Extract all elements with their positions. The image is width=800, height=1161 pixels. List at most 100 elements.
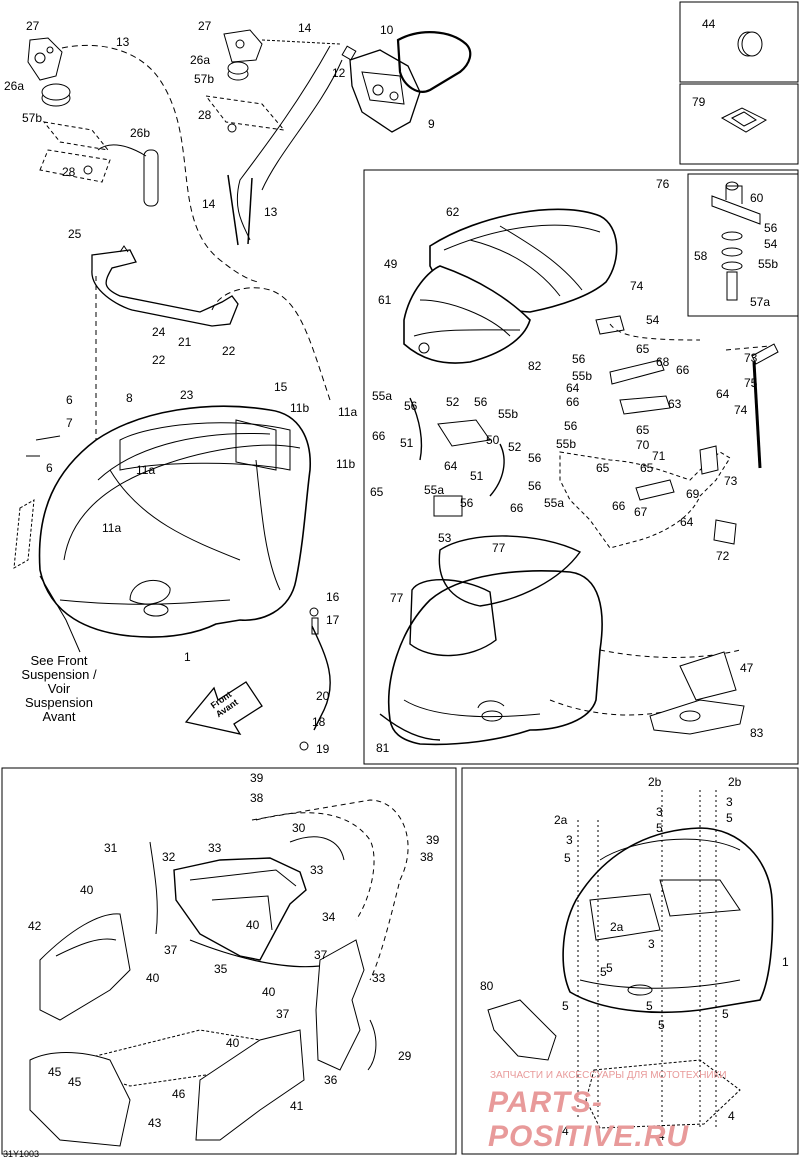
callout-label: 41 xyxy=(290,1099,304,1113)
callout-label: 42 xyxy=(28,919,42,933)
callout-label: 38 xyxy=(420,850,434,864)
callout-label: 80 xyxy=(480,979,494,993)
callout-label: 11b xyxy=(290,401,310,415)
callout-label: 77 xyxy=(492,541,506,555)
cable-20 xyxy=(299,607,331,751)
callout-label: 10 xyxy=(380,23,394,37)
callout-label: 17 xyxy=(326,613,340,627)
callout-label: 56 xyxy=(528,479,542,493)
callout-label: 54 xyxy=(646,313,660,327)
callout-label: 79 xyxy=(692,95,706,109)
callout-label: 39 xyxy=(426,833,440,847)
callout-label: 73 xyxy=(744,351,758,365)
callout-label: 56 xyxy=(460,496,474,510)
callout-label: 27 xyxy=(198,19,212,33)
callout-label: 1 xyxy=(782,955,789,969)
seal-10 xyxy=(396,31,472,93)
callout-label: 55a xyxy=(372,389,393,403)
callout-label: 56 xyxy=(564,419,578,433)
clip-44-drawing xyxy=(737,31,763,57)
callout-label: 55b xyxy=(498,407,519,421)
callout-label: 60 xyxy=(750,191,764,205)
callout-label: 1 xyxy=(184,650,191,664)
callout-label: 70 xyxy=(636,438,650,452)
callout-label: 40 xyxy=(262,985,276,999)
drawing-code: 31Y1003 xyxy=(3,1149,40,1159)
callout-label: 56 xyxy=(474,395,488,409)
watermark-logo: PARTS-POSITIVE.RU xyxy=(488,1086,690,1153)
callout-label: 64 xyxy=(566,381,580,395)
callout-label: 53 xyxy=(438,531,452,545)
callout-label: 3 xyxy=(656,805,663,819)
callout-label: 47 xyxy=(740,661,754,675)
frame-part-44 xyxy=(679,1,799,83)
callout-label: 13 xyxy=(116,35,130,49)
callout-label: 68 xyxy=(656,355,670,369)
callout-label: 25 xyxy=(68,227,82,241)
callout-label: 74 xyxy=(630,279,644,293)
callout-label: 6 xyxy=(66,393,73,407)
callout-label: 39 xyxy=(250,771,264,785)
callout-label: 57b xyxy=(22,111,43,125)
callout-label: 37 xyxy=(276,1007,290,1021)
callout-label: 40 xyxy=(146,971,160,985)
callout-label: 3 xyxy=(648,937,655,951)
callout-label: 5 xyxy=(564,851,571,865)
callout-label: 26a xyxy=(190,53,211,67)
callout-label: 64 xyxy=(716,387,730,401)
callout-label: 66 xyxy=(612,499,626,513)
callout-label: 5 xyxy=(606,961,613,975)
front-liner-panels xyxy=(29,799,409,1147)
callout-label: 18 xyxy=(312,715,326,729)
body-1-assembly xyxy=(487,790,774,1130)
hood-mechanism xyxy=(409,315,779,549)
callout-label: 61 xyxy=(378,293,392,307)
callout-label: 44 xyxy=(702,17,716,31)
frame-part-79 xyxy=(679,83,799,165)
callout-label: 66 xyxy=(676,363,690,377)
callout-label: 66 xyxy=(510,501,524,515)
callout-label: 2b xyxy=(648,775,662,789)
callout-label: 7 xyxy=(66,416,73,430)
callout-label: 66 xyxy=(566,395,580,409)
callout-label: 45 xyxy=(68,1075,82,1089)
callout-label: 57b xyxy=(194,72,215,86)
callout-label: 35 xyxy=(214,962,228,976)
callout-label: 55a xyxy=(544,496,565,510)
callout-label: 12 xyxy=(332,66,346,80)
callout-label: 65 xyxy=(636,423,650,437)
callout-label: 45 xyxy=(48,1065,62,1079)
callout-label: 31 xyxy=(104,841,118,855)
callout-label: 26b xyxy=(130,126,151,140)
callout-label: 11a xyxy=(136,463,156,477)
callout-label: 83 xyxy=(750,726,764,740)
callout-label: 20 xyxy=(316,689,330,703)
callout-label: 16 xyxy=(326,590,340,604)
callout-label: 9 xyxy=(428,117,435,131)
hood-cover-49 xyxy=(403,265,531,364)
latch-assembly-left xyxy=(27,37,259,283)
callout-label: 63 xyxy=(668,397,682,411)
callout-label: 11a xyxy=(338,405,358,419)
callout-label: 81 xyxy=(376,741,390,755)
callout-label: 50 xyxy=(486,433,500,447)
callout-label: 37 xyxy=(314,948,328,962)
callout-label: 2a xyxy=(610,920,624,934)
callout-label: 36 xyxy=(324,1073,338,1087)
callout-label: 55b xyxy=(758,257,779,271)
callout-label: 11b xyxy=(336,457,356,471)
callout-label: 46 xyxy=(172,1087,186,1101)
callout-label: 3 xyxy=(566,833,573,847)
frame-liners xyxy=(1,767,457,1155)
callout-label: 22 xyxy=(152,353,166,367)
callout-label: 28 xyxy=(62,165,76,179)
callout-label: 33 xyxy=(208,841,222,855)
callout-label: 21 xyxy=(178,335,192,349)
callout-label: 32 xyxy=(162,850,176,864)
callout-label: 77 xyxy=(390,591,404,605)
hinge-assembly xyxy=(711,181,761,301)
callout-label: 5 xyxy=(722,1007,729,1021)
callout-label: 56 xyxy=(572,352,586,366)
callout-label: 65 xyxy=(640,461,654,475)
